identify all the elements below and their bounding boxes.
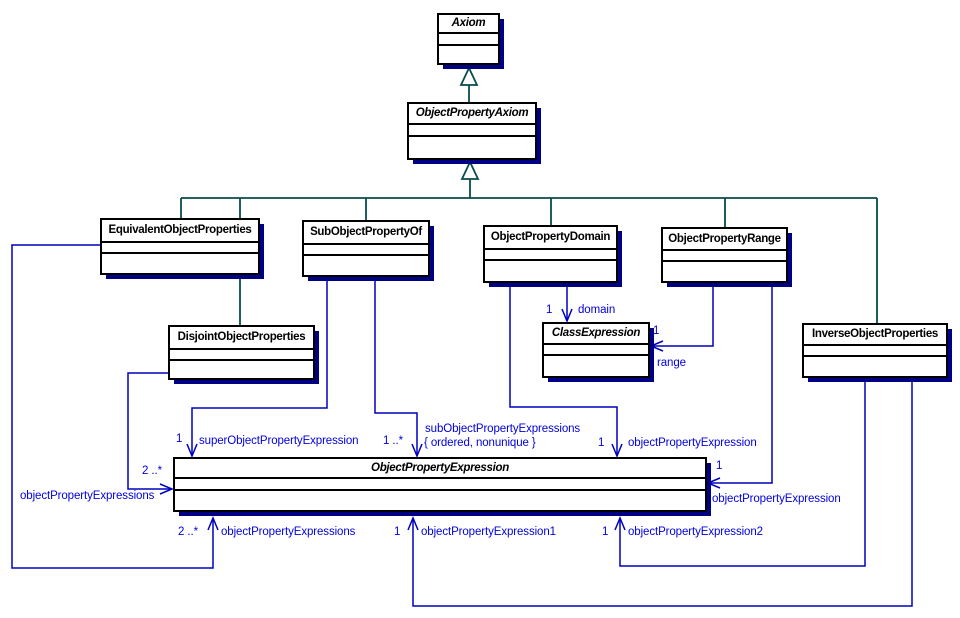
multiplicity-label: 1 <box>598 437 605 449</box>
generalization-triangle-icon <box>460 159 480 180</box>
operations-compartment <box>175 489 705 510</box>
class-disjointobjectproperties: DisjointObjectProperties <box>168 325 315 380</box>
class-equivalentobjectproperties: EquivalentObjectProperties <box>100 218 260 275</box>
open-arrowhead-icon <box>706 477 721 489</box>
association-edge-range <box>652 284 714 347</box>
attributes-compartment <box>439 32 498 44</box>
operations-compartment <box>439 44 498 63</box>
class-objectpropertyrange: ObjectPropertyRange <box>661 227 788 283</box>
association-edge-disjoint <box>127 372 171 490</box>
attributes-compartment <box>663 249 786 260</box>
operations-compartment <box>485 259 616 281</box>
class-name: SubObjectPropertyOf <box>310 226 422 238</box>
class-axiom: Axiom <box>437 13 500 65</box>
association-edges <box>11 244 913 607</box>
role-label: range <box>657 357 686 369</box>
operations-compartment <box>409 135 535 158</box>
open-arrowhead-icon <box>159 483 174 495</box>
multiplicity-label: 1 <box>546 304 553 316</box>
multiplicity-label: 1 <box>716 460 723 472</box>
attributes-compartment <box>102 241 258 252</box>
role-label: objectPropertyExpression <box>712 493 841 505</box>
class-name: ObjectPropertyDomain <box>490 231 611 243</box>
multiplicity-label: 1 <box>176 433 183 445</box>
operations-compartment <box>102 252 258 273</box>
class-name: DisjointObjectProperties <box>177 331 306 343</box>
class-name: ClassExpression <box>551 327 641 339</box>
attributes-compartment <box>544 343 648 354</box>
role-label: objectPropertyExpression1 <box>421 526 556 538</box>
class-classexpression: ClassExpression <box>542 322 650 378</box>
class-inverseobjectproperties: InverseObjectProperties <box>802 323 948 378</box>
class-objectpropertyaxiom: ObjectPropertyAxiom <box>407 102 537 160</box>
open-arrowhead-icon <box>207 516 219 531</box>
operations-compartment <box>544 354 648 376</box>
multiplicity-label: 1 ..* <box>383 435 403 447</box>
operations-compartment <box>663 260 786 281</box>
association-edge-domain-ope <box>509 284 618 455</box>
role-label: subObjectPropertyExpressions <box>425 423 581 435</box>
class-name: ObjectPropertyAxiom <box>415 107 529 119</box>
association-edge-super <box>191 278 328 455</box>
operations-compartment <box>804 355 946 376</box>
generalization-triangle-icon <box>459 65 479 86</box>
association-edge-sub <box>374 278 418 455</box>
association-edge-inverse1 <box>412 379 913 607</box>
role-label: objectPropertyExpression2 <box>628 526 763 538</box>
operations-compartment <box>304 254 428 275</box>
open-arrowhead-icon <box>611 443 623 458</box>
association-edge-range-ope <box>709 284 773 484</box>
attributes-compartment <box>304 243 428 254</box>
role-label: domain <box>578 304 616 316</box>
class-name: ObjectPropertyExpression <box>371 462 509 474</box>
class-objectpropertyexpression: ObjectPropertyExpression <box>173 457 707 512</box>
attributes-compartment <box>170 348 313 359</box>
role-label: objectPropertyExpressions <box>20 490 155 502</box>
role-label: superObjectPropertyExpression <box>199 435 359 447</box>
attributes-compartment <box>485 248 616 259</box>
class-name: Axiom <box>451 17 486 29</box>
constraint-label: { ordered, nonunique } <box>424 437 536 449</box>
multiplicity-label: 1 <box>602 526 609 538</box>
open-arrowhead-icon <box>186 443 198 458</box>
attributes-compartment <box>409 123 535 135</box>
role-label: objectPropertyExpressions <box>221 526 356 538</box>
multiplicity-label: 1 <box>394 526 401 538</box>
class-name: EquivalentObjectProperties <box>108 224 252 236</box>
association-edge-equivalent <box>11 244 214 569</box>
class-name: InverseObjectProperties <box>811 328 939 340</box>
attributes-compartment <box>804 344 946 355</box>
open-arrowhead-icon <box>614 516 626 531</box>
class-objectpropertydomain: ObjectPropertyDomain <box>483 225 618 283</box>
operations-compartment <box>170 359 313 378</box>
open-arrowhead-icon <box>407 516 419 531</box>
attributes-compartment <box>175 477 705 489</box>
role-label: objectPropertyExpression <box>628 437 757 449</box>
multiplicity-label: 1 <box>653 325 660 337</box>
multiplicity-label: 2 ..* <box>178 526 198 538</box>
open-arrowhead-icon <box>411 443 423 458</box>
multiplicity-label: 2 ..* <box>142 465 162 477</box>
open-arrowhead-icon <box>649 340 664 352</box>
class-name: ObjectPropertyRange <box>668 233 781 245</box>
open-arrowhead-icon <box>561 308 573 323</box>
association-edge-inverse2 <box>619 379 866 567</box>
class-subobjectpropertyof: SubObjectPropertyOf <box>302 220 430 277</box>
